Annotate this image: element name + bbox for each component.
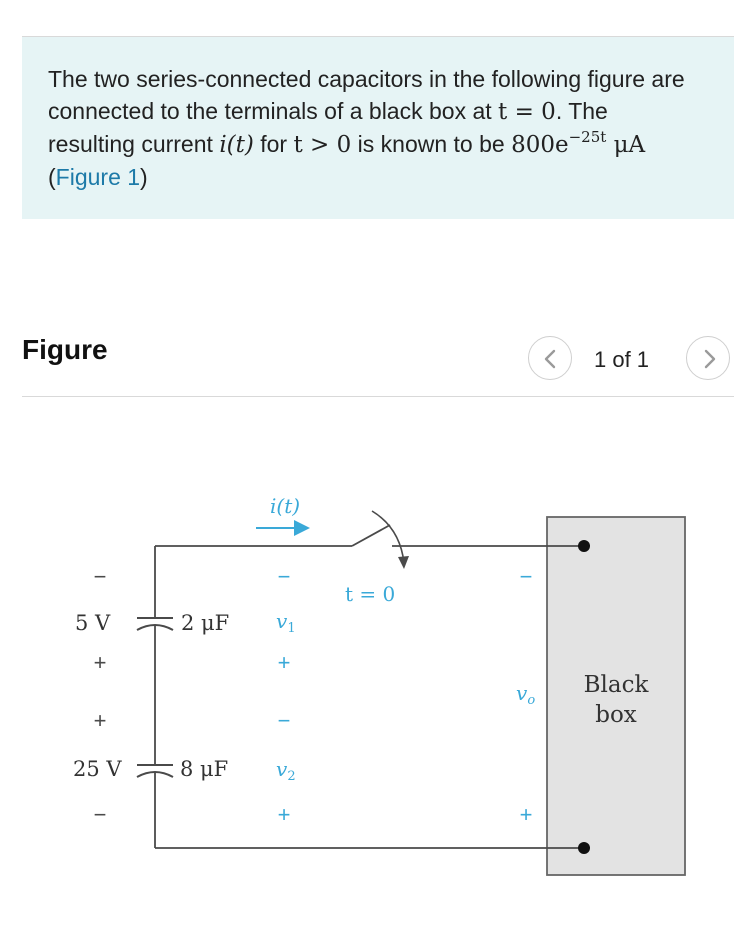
cap1-capacitance-label: 2 μF — [181, 611, 229, 635]
chevron-left-icon — [544, 349, 556, 369]
vo-bottom-polarity: + — [520, 802, 533, 827]
vo-top-polarity: − — [520, 564, 533, 589]
chevron-right-icon — [704, 349, 716, 369]
cap2-capacitance-label: 8 μF — [180, 757, 228, 781]
switch-arrow-icon — [398, 556, 409, 569]
vo-label: vo — [516, 681, 535, 708]
problem-text-part: for — [253, 131, 294, 157]
math-coefficient: 800e — [511, 132, 569, 158]
black-box-label-line2: box — [595, 702, 637, 728]
v1-subscript: 1 — [287, 621, 295, 636]
black-box-label-line1: Black — [584, 672, 650, 698]
switch-arc — [371, 510, 405, 564]
v1-label: v1 — [276, 609, 296, 636]
v2-label: v2 — [276, 757, 296, 784]
problem-text-part: is known to be — [351, 131, 512, 157]
math-current-expression: 800e−25t — [511, 130, 606, 159]
problem-text-part: ) — [140, 164, 148, 190]
circuit-wires — [154, 524, 584, 849]
math-exponent: −25t — [568, 128, 607, 146]
v2-subscript: 2 — [287, 769, 295, 784]
current-label: i(t) — [270, 494, 300, 518]
v1-top-polarity: − — [278, 564, 291, 589]
previous-figure-button[interactable] — [528, 336, 572, 380]
v2-top-polarity: − — [278, 708, 291, 733]
math-unit: μA — [606, 132, 646, 158]
capacitor-2-plate-bottom — [136, 771, 174, 778]
problem-text: The two series-connected capacitors in t… — [48, 63, 688, 193]
v2-symbol: v — [276, 757, 288, 781]
next-figure-button[interactable] — [686, 336, 730, 380]
vo-subscript: o — [527, 693, 535, 708]
figure-link[interactable]: Figure 1 — [55, 164, 141, 190]
capacitor-1-plate-bottom — [136, 624, 174, 631]
problem-text-part: ( — [48, 164, 56, 190]
cap1-voltage-label: 5 V — [75, 611, 111, 635]
black-box — [546, 516, 686, 876]
cap1-bottom-polarity: + — [94, 650, 107, 675]
problem-text-part: . The resulting current — [48, 98, 608, 157]
problem-text-part: The two series-connected capacitors in t… — [48, 66, 685, 124]
math-current: i(t) — [219, 132, 254, 158]
top-divider — [22, 36, 734, 37]
v1-symbol: v — [276, 609, 288, 633]
v2-bottom-polarity: + — [278, 802, 291, 827]
cap1-top-polarity: − — [94, 564, 107, 589]
v1-bottom-polarity: + — [278, 650, 291, 675]
figure-heading: Figure — [22, 334, 108, 365]
terminal-bottom — [578, 842, 590, 854]
vo-symbol: v — [516, 681, 528, 705]
switch-time-label: t = 0 — [345, 582, 395, 606]
page-indicator: 1 of 1 — [594, 347, 650, 372]
math-t-greater-zero: t > 0 — [293, 132, 352, 158]
math-t-equals-zero: t = 0 — [498, 99, 556, 125]
cap2-voltage-label: 25 V — [73, 757, 122, 781]
cap2-bottom-polarity: − — [94, 802, 107, 827]
figure-divider — [22, 396, 734, 397]
cap2-top-polarity: + — [94, 708, 107, 733]
switch-blade — [351, 524, 391, 547]
figure-pager: 1 of 1 — [528, 336, 738, 382]
terminal-top — [578, 540, 590, 552]
problem-statement-box: The two series-connected capacitors in t… — [22, 37, 734, 219]
